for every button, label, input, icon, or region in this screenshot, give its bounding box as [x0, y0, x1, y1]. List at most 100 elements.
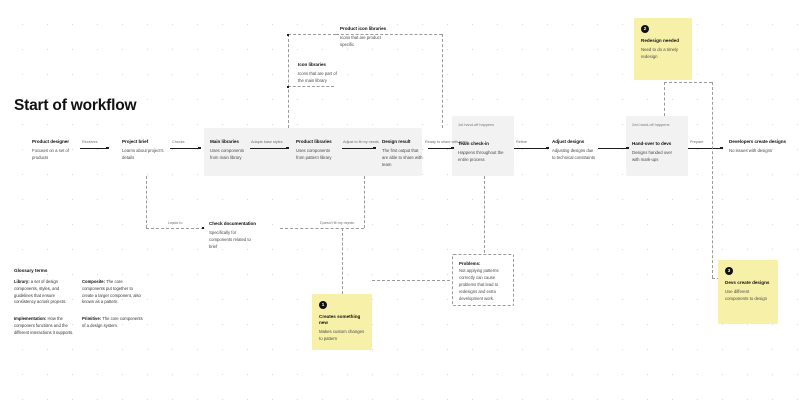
sticky-devs-create-designs[interactable]: 3 Devs create designs Use different comp… [718, 260, 778, 324]
node-body: Happens throughout the entire process [458, 149, 504, 162]
connector-check-doc-up [364, 176, 365, 228]
node-title: Developers create designs [729, 139, 786, 144]
glossary-item-primitive: Primitive: The core components of a desi… [82, 316, 144, 336]
glossary-grid: Library: a set of design components, sty… [14, 279, 146, 337]
glossary-term: Composite: [82, 279, 106, 284]
edge-label-refine: Refine [516, 140, 527, 144]
node-title: Main libraries [210, 139, 239, 144]
node-product-libraries[interactable]: Product libraries Uses components from p… [296, 139, 338, 162]
node-developers-create-designs[interactable]: Developers create designs No issues with… [729, 139, 791, 155]
connector-hand-over-to-developers [688, 148, 722, 149]
panel-team-check-in-group [452, 116, 514, 176]
edge-label-receives: Receives [82, 140, 98, 144]
node-title: Product libraries [296, 139, 332, 144]
glossary-term: Primitive: [82, 316, 102, 322]
node-title: Design result [382, 139, 411, 144]
connector-problems-up [484, 176, 485, 253]
edge-label-doesnt-fit: Doesn't fit my needs [320, 221, 354, 225]
connector-redesign-down [664, 82, 665, 116]
glossary-definition: The core components put together to crea… [82, 279, 141, 305]
node-title: Adjust designs [552, 139, 585, 144]
node-body: Icons that are product specific [340, 34, 381, 47]
arrow-brief-to-main-libraries [198, 146, 201, 150]
node-body: No issues with designs [729, 147, 773, 153]
node-team-check-in[interactable]: Team check-in Happens throughout the ent… [458, 141, 506, 164]
sticky-creates-something-new[interactable]: 1 Creates something new Makes custom cha… [312, 294, 372, 350]
connector-brief-to-main-libraries [170, 148, 200, 149]
glossary-definition: a set of design components, styles, and … [14, 279, 67, 305]
arrow-designer-to-brief [106, 146, 109, 150]
junction-product-icon-libraries [287, 33, 290, 36]
node-body: Uses components from pattern library [296, 147, 332, 160]
glossary-item-library: Library: a set of design components, sty… [14, 279, 76, 306]
sticky-badge: 3 [725, 267, 733, 275]
node-product-designer[interactable]: Product designer Focuses on a set of pro… [32, 139, 78, 162]
panel-label-first-handoff: 1st hand-off happens [458, 122, 495, 127]
panel-libraries-group [204, 128, 422, 176]
glossary-item-composite: Composite: The core components put toget… [82, 279, 144, 306]
node-title: Project brief [122, 139, 149, 144]
arrow-team-check-in-to-adjust-designs [546, 146, 549, 150]
node-body: Uses components from main library [210, 147, 244, 160]
node-product-icon-libraries[interactable]: Product icon libraries Icons that are pr… [340, 26, 392, 49]
connector-icon-libraries-branch [288, 86, 334, 87]
sticky-title: Redesign needed [641, 38, 680, 43]
glossary-item-implementation: Implementation: How the component functi… [14, 316, 76, 336]
connector-design-result-to-team-check-in [428, 148, 454, 149]
node-adjust-designs[interactable]: Adjust designs Adjusting designs due to … [552, 139, 596, 162]
arrow-main-to-product-libraries [286, 146, 289, 150]
edge-label-prepare: Prepare [690, 140, 704, 144]
panel-hand-over-group [626, 116, 688, 176]
node-design-result[interactable]: Design result The first output that are … [382, 139, 424, 169]
sticky-badge: 1 [319, 301, 327, 309]
node-icon-libraries[interactable]: Icon libraries Icons that are part of th… [298, 62, 340, 85]
connector-redesign-across [664, 82, 712, 83]
connector-main-to-product-libraries [250, 148, 288, 149]
node-check-documentation[interactable]: Check documentation Specifically for com… [209, 221, 259, 251]
sticky-body: Makes custom changes to pattern [319, 329, 365, 342]
edge-label-adjust-to-fit: Adjust to fit my needs [343, 140, 379, 144]
connector-redesign-to-devs-sticky [712, 278, 720, 279]
edge-label-leads-to: Leads to [168, 221, 183, 225]
node-title: Hand-over to devs [632, 141, 672, 146]
connector-to-creates-new [342, 228, 343, 294]
connector-team-check-in-to-adjust-designs [514, 148, 548, 149]
arrow-to-check-documentation [202, 226, 205, 230]
panel-label-second-handoff: 2nd hand-off happens [632, 122, 670, 127]
sticky-redesign-needed[interactable]: 2 Redesign needed Need to do a timely re… [634, 18, 692, 80]
sticky-title: Creates something new [319, 314, 361, 326]
node-title: Product designer [32, 139, 69, 144]
node-body: Icons that are part of the main library [298, 70, 337, 83]
glossary-panel: Glossary terms Library: a set of design … [14, 268, 146, 337]
arrow-hand-over-to-developers [720, 146, 723, 150]
connector-designer-to-brief [80, 148, 108, 149]
arrow-adjust-designs-to-hand-over [626, 146, 629, 150]
edge-label-ready-to-share: Ready to share with team [425, 140, 468, 144]
connector-check-doc-right [280, 228, 364, 229]
connector-icon-libraries-down [288, 34, 289, 128]
connector-main-libraries-down [146, 176, 147, 228]
node-body: Adjusting designs due to technical const… [552, 147, 595, 160]
node-main-libraries[interactable]: Main libraries Uses components from main… [210, 139, 250, 162]
page-title: Start of workflow [14, 97, 137, 114]
node-body: Specifically for components related to b… [209, 229, 251, 249]
problems-callout[interactable]: Problems: Not applying patterns correctl… [452, 254, 514, 306]
connector-adjust-designs-to-hand-over [598, 148, 628, 149]
glossary-definition: The core components of a design system. [82, 316, 143, 328]
node-project-brief[interactable]: Project brief Learns about project's det… [122, 139, 168, 162]
node-hand-over-to-devs[interactable]: Hand-over to devs Designs handed over wi… [632, 141, 680, 164]
connector-redesign-right-down [712, 82, 713, 278]
node-title: Team check-in [458, 141, 489, 146]
glossary-term: Library: [14, 279, 30, 284]
node-title: Check documentation [209, 221, 257, 226]
node-title: Product icon libraries [340, 26, 387, 31]
sticky-badge: 2 [641, 25, 649, 33]
problems-body: Not applying patterns correctly can caus… [459, 268, 499, 301]
connector-product-libraries-to-design-result [342, 148, 375, 149]
glossary-term: Implementation: [14, 316, 47, 322]
glossary-definition: How the component functions and the diff… [14, 316, 74, 335]
connector-product-icon-branch [288, 34, 336, 35]
sticky-body: Need to do a timely redesign [641, 46, 679, 59]
problems-title: Problems: [459, 261, 481, 266]
